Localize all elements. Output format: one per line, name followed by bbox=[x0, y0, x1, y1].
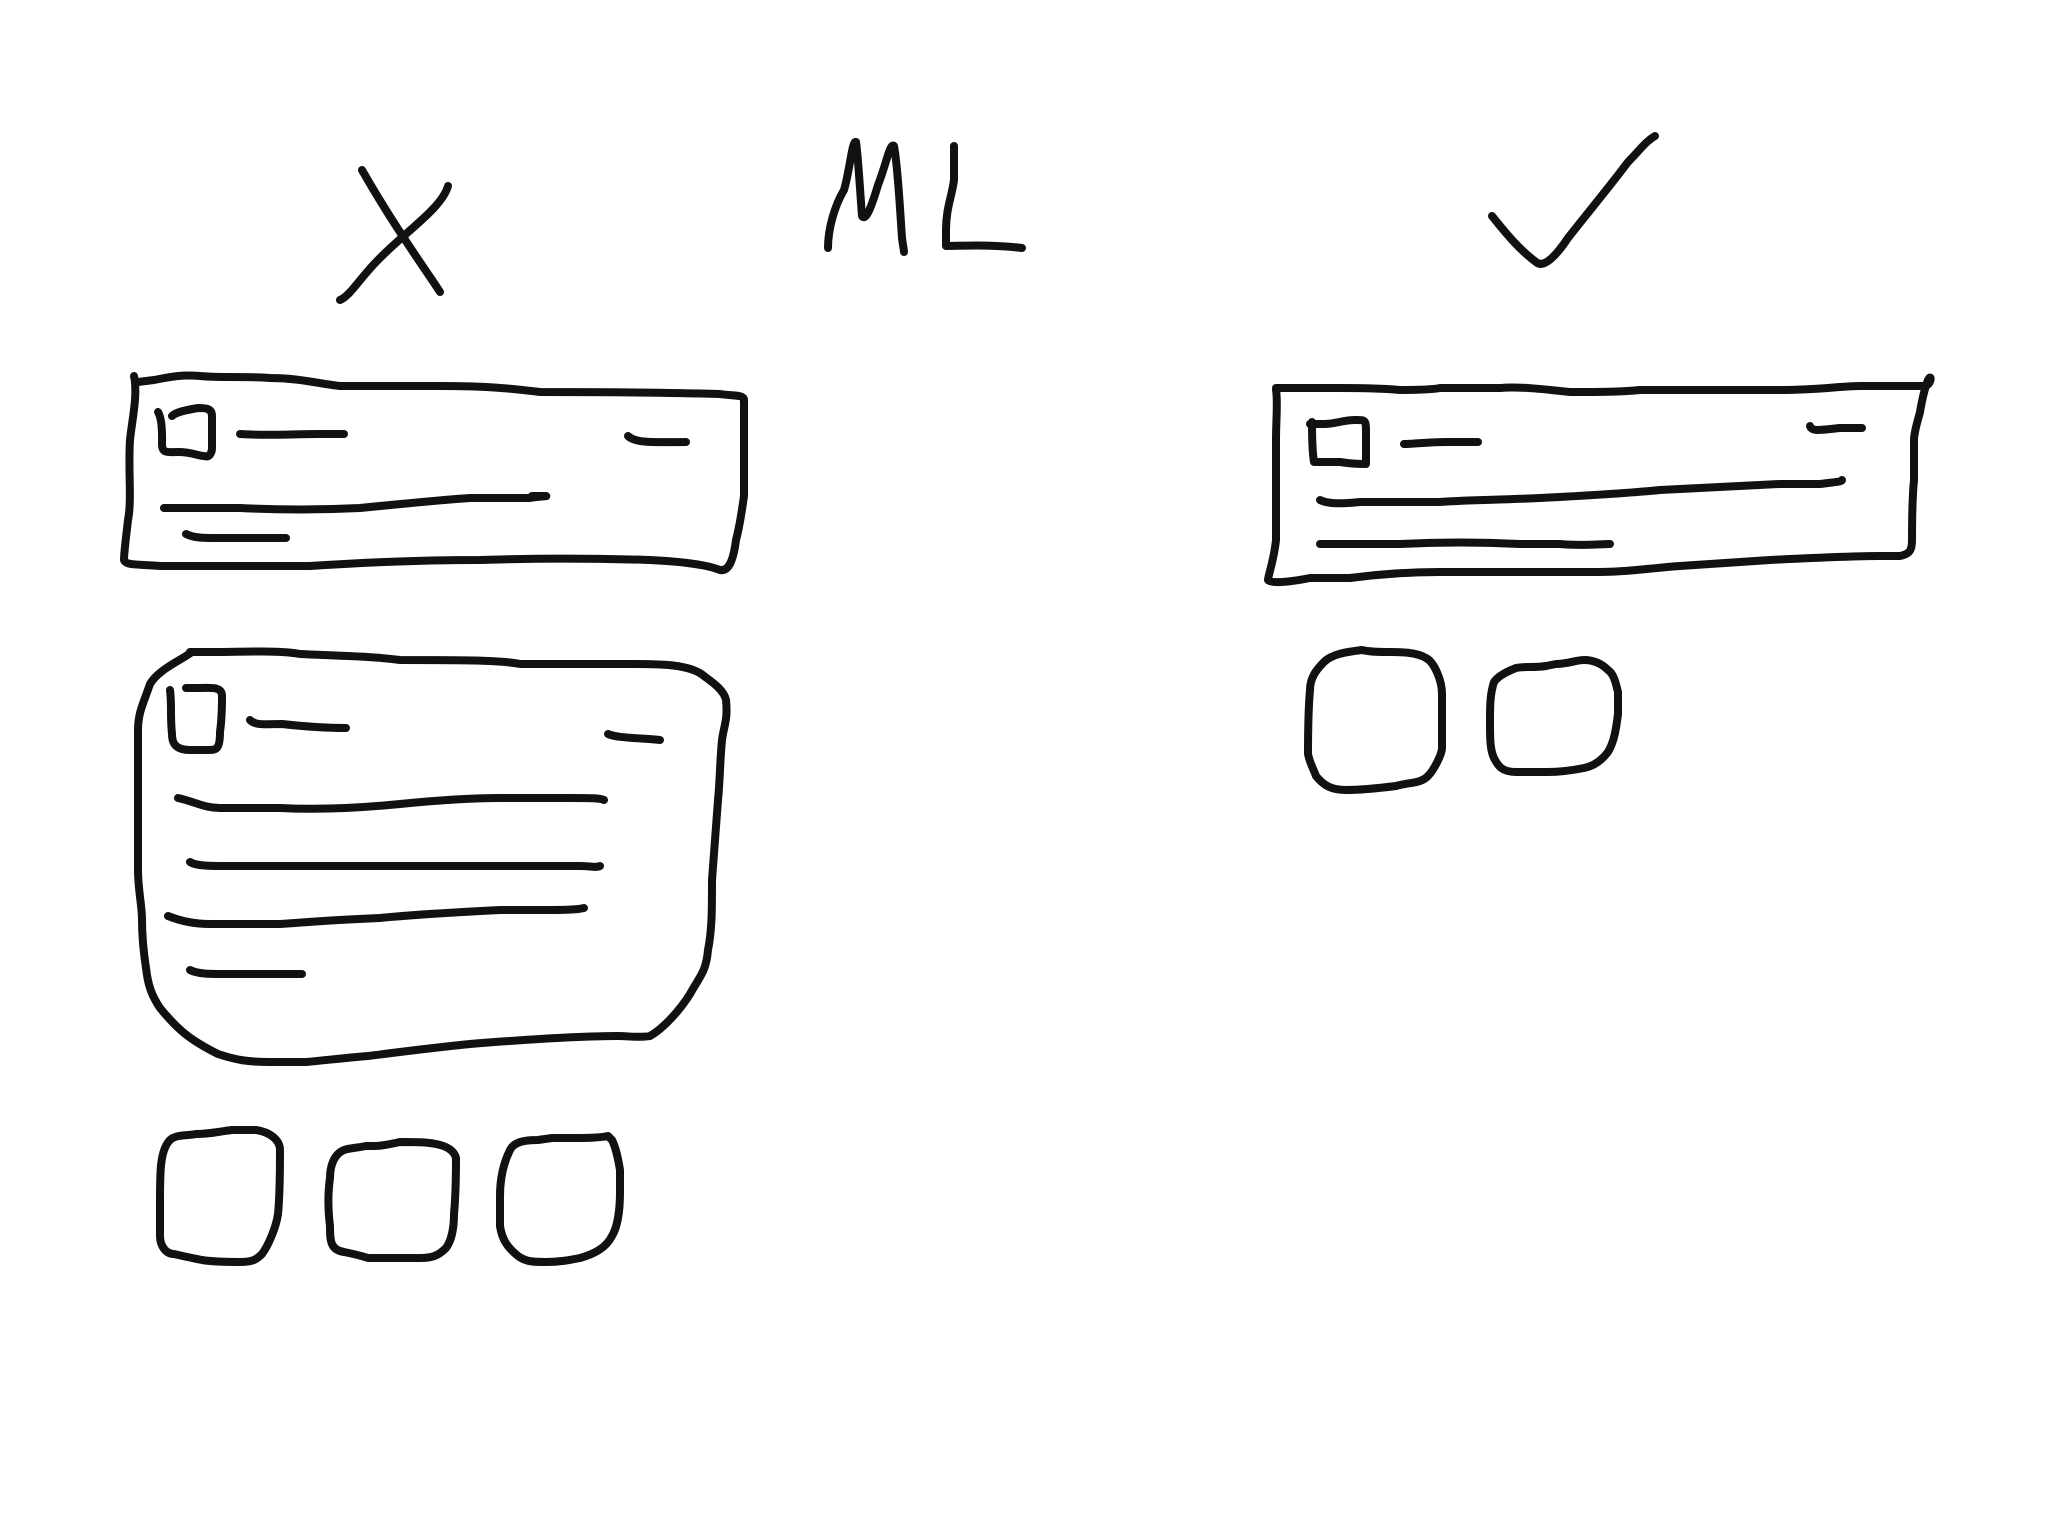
bad-tile-2 bbox=[324, 1138, 460, 1262]
avatar-square-icon bbox=[1306, 416, 1370, 468]
avatar-square-icon bbox=[154, 404, 216, 461]
bad-card-tall-body-line-3 bbox=[164, 904, 588, 928]
good-tile-1 bbox=[1304, 646, 1446, 794]
bad-card-wide-meta-line bbox=[624, 432, 690, 447]
good-card-wide bbox=[1264, 373, 1935, 587]
avatar-square-icon bbox=[166, 683, 226, 754]
bad-card-tall-body-line-1 bbox=[174, 794, 608, 813]
bad-tile-3 bbox=[496, 1132, 624, 1266]
bad-card-tall-title-line bbox=[246, 716, 350, 732]
good-card-wide-body-line-1 bbox=[1316, 476, 1846, 508]
bad-tiles bbox=[156, 1126, 624, 1266]
bad-card-wide bbox=[120, 371, 748, 575]
bad-card-tall-body-line-2 bbox=[186, 858, 604, 871]
bad-card-tall-body-line-4 bbox=[186, 966, 306, 978]
bad-mark-icon bbox=[336, 166, 452, 304]
title-ml: ML bbox=[824, 137, 1026, 256]
bad-tile-1 bbox=[156, 1126, 284, 1266]
good-tiles bbox=[1304, 646, 1622, 794]
bad-card-tall bbox=[134, 647, 731, 1066]
good-card-wide-body-line-2 bbox=[1316, 538, 1614, 549]
good-card-wide-title-line bbox=[1400, 438, 1482, 448]
bad-card-wide-body-line-2 bbox=[182, 530, 290, 542]
bad-card-wide-title-line bbox=[236, 430, 348, 439]
good-mark-icon bbox=[1488, 132, 1659, 268]
bad-card-tall-meta-line bbox=[604, 730, 664, 744]
good-tile-2 bbox=[1486, 656, 1622, 776]
bad-card-wide-body-line-1 bbox=[160, 492, 551, 514]
good-card-wide-meta-line bbox=[1806, 422, 1866, 434]
